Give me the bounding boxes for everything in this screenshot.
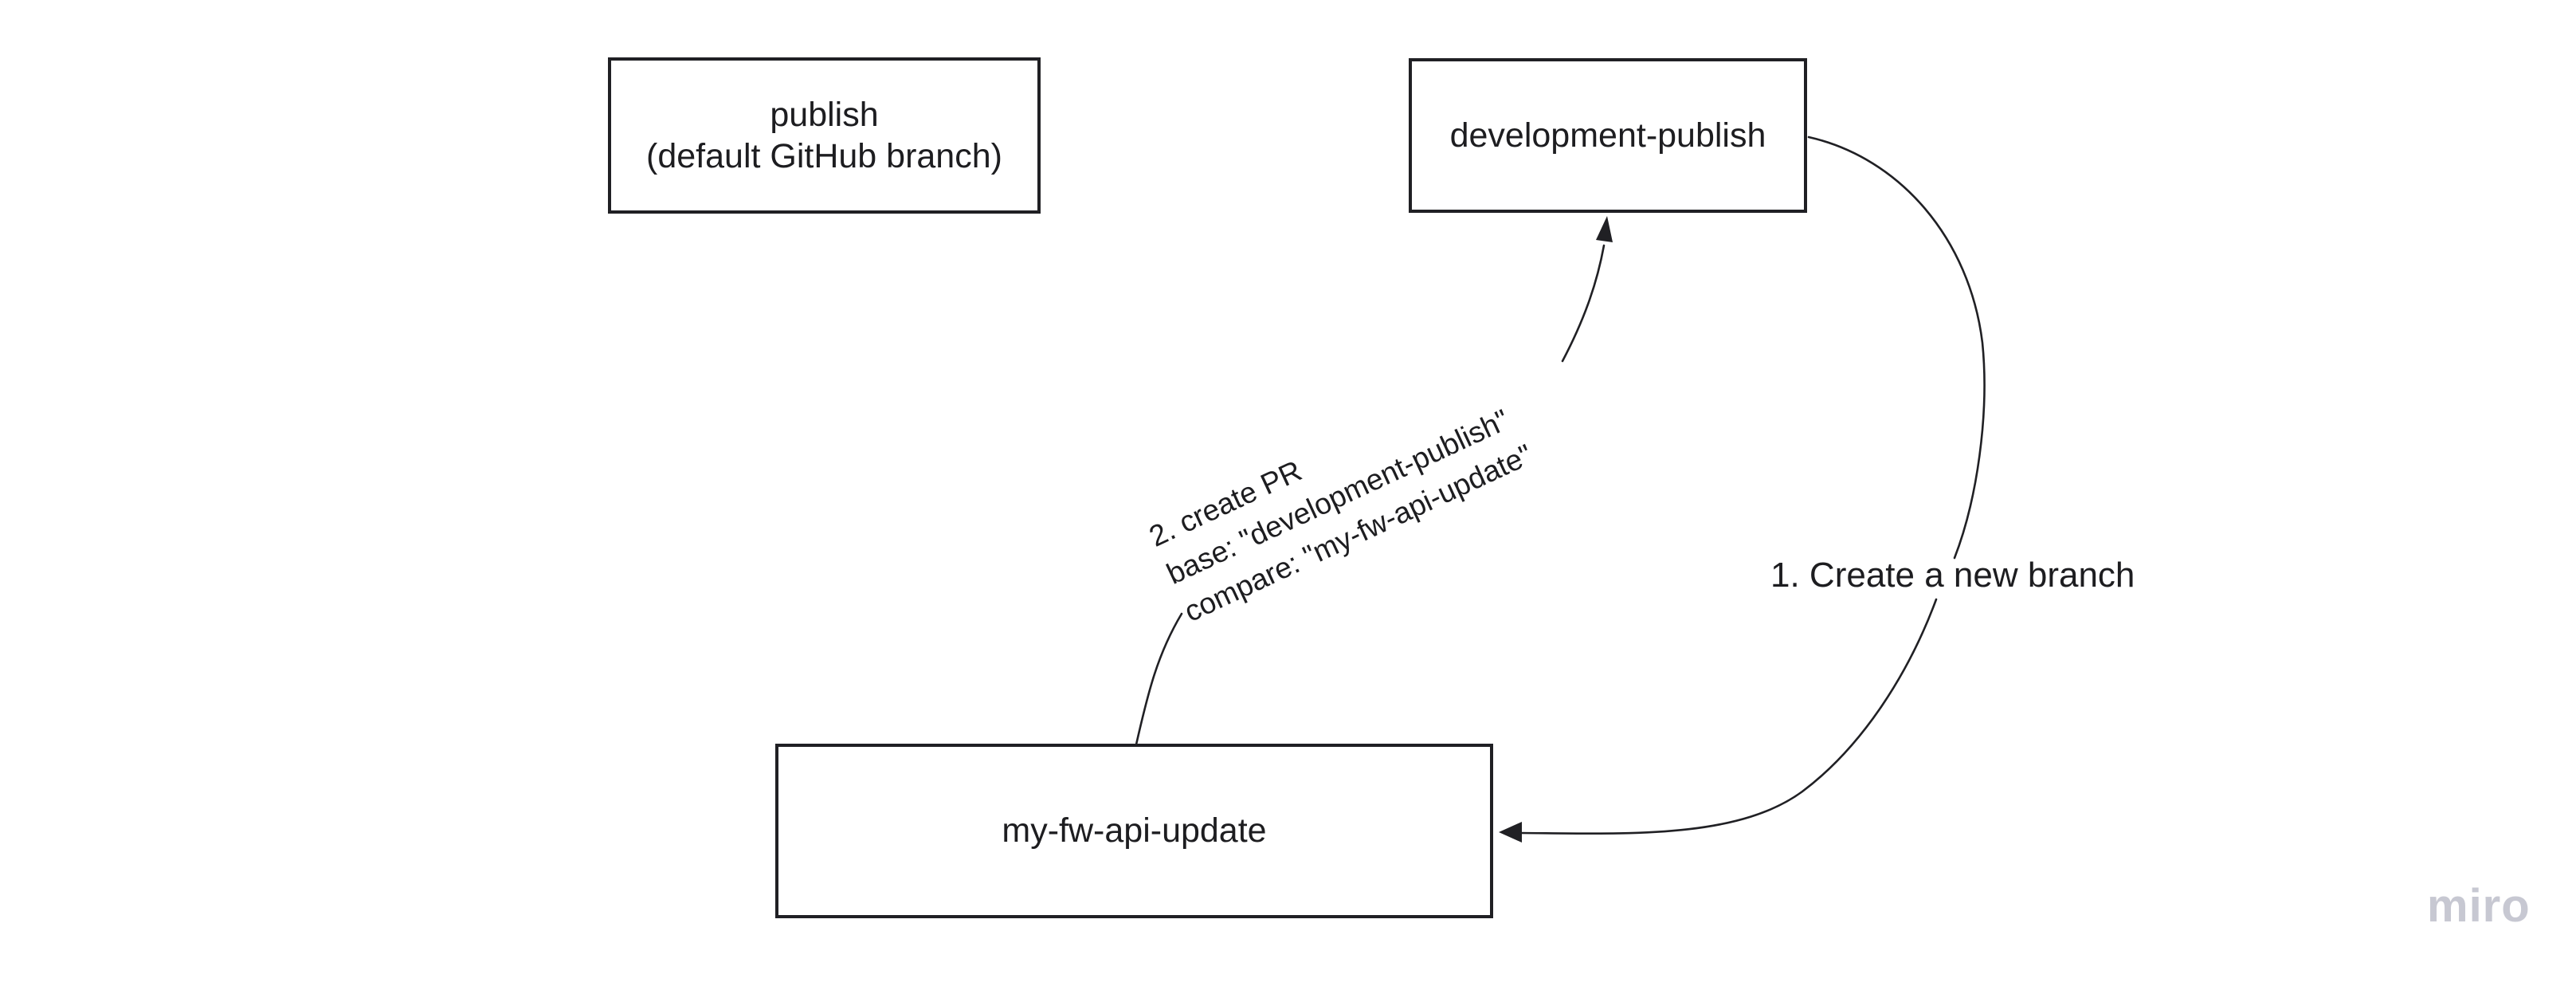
- edge-create-pr-arrowhead-icon: [1596, 216, 1613, 242]
- edge-create-pr-curve-lower[interactable]: [1135, 612, 1183, 746]
- node-publish-label-line1: publish: [770, 95, 879, 134]
- edge-create-branch-label[interactable]: 1. Create a new branch: [1770, 556, 2135, 595]
- node-development-publish-label: development-publish: [1449, 116, 1766, 155]
- node-development-publish[interactable]: development-publish: [1409, 58, 1807, 213]
- edge-create-branch[interactable]: [1499, 136, 1986, 843]
- edge-create-pr-curve-upper[interactable]: [1561, 244, 1606, 363]
- node-my-fw-api-update[interactable]: my-fw-api-update: [775, 744, 1493, 918]
- node-publish-label: publish (default GitHub branch): [646, 94, 1002, 178]
- node-publish-label-line2: (default GitHub branch): [646, 137, 1002, 175]
- node-publish[interactable]: publish (default GitHub branch): [608, 57, 1041, 214]
- edge-create-branch-curve-lower[interactable]: [1519, 598, 1938, 835]
- miro-watermark-logo: miro: [2427, 880, 2531, 932]
- node-my-fw-api-update-label: my-fw-api-update: [1002, 811, 1267, 850]
- edge-create-pr-label[interactable]: 2. create PR base: "development-publish"…: [1143, 359, 1539, 633]
- edge-create-branch-arrowhead-icon: [1499, 822, 1522, 843]
- edge-create-branch-curve-upper[interactable]: [1807, 136, 1986, 560]
